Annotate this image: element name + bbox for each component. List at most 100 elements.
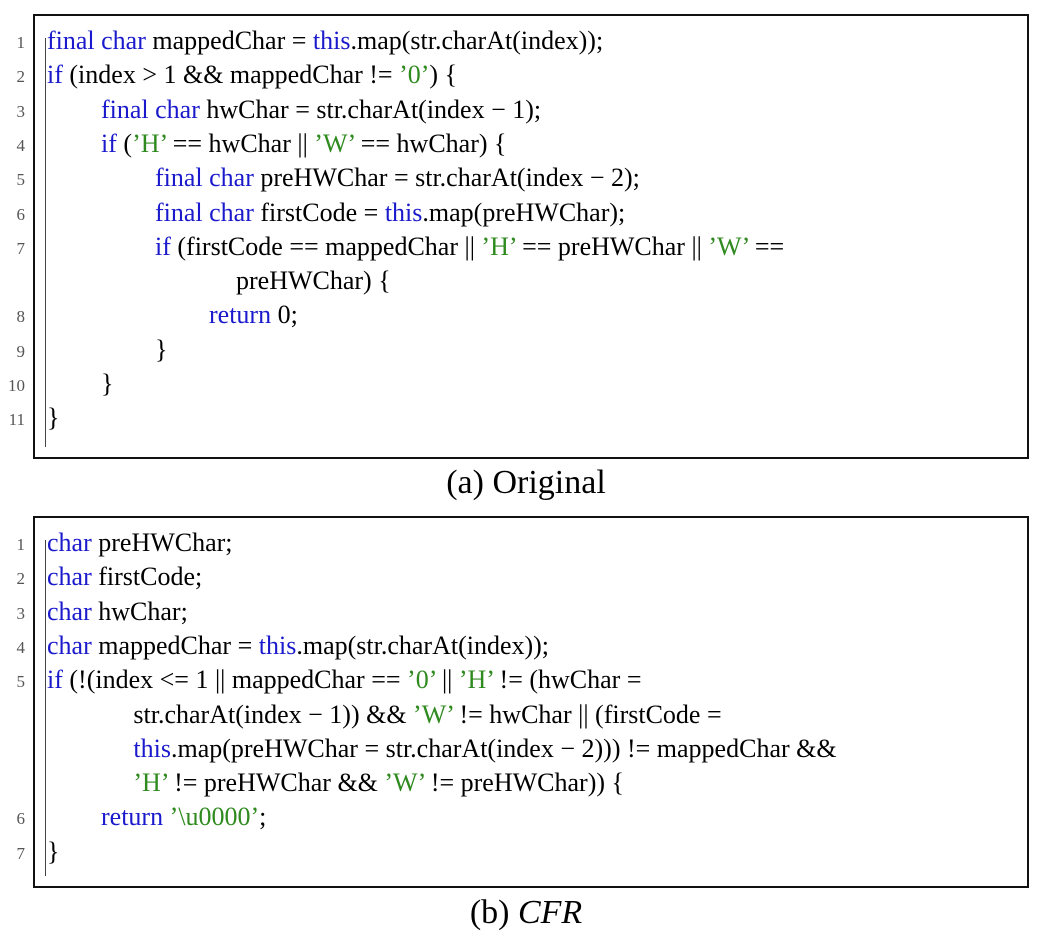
code-token: == hwChar || <box>166 128 315 158</box>
code-text: final char hwChar = str.charAt(index − 1… <box>101 93 541 127</box>
code-line: 7} <box>17 835 1027 869</box>
code-text: final char preHWChar = str.charAt(index … <box>155 161 640 195</box>
code-token: preHWChar = str.charAt(index − 2); <box>253 163 640 193</box>
code-line: 1 final char mappedChar = this.map(str.ch… <box>17 24 1027 58</box>
line-number: 3 <box>16 101 26 121</box>
line-number: 4 <box>16 135 26 155</box>
code-token: ; <box>259 802 267 832</box>
keyword-token: this <box>384 197 423 227</box>
code-token: != (hwChar = <box>493 665 642 695</box>
code-token: mappedChar = <box>145 26 313 55</box>
code-token: } <box>155 334 168 364</box>
line-number: 5 <box>16 672 26 692</box>
code-text: if (’H’ == hwChar || ’W’ == hwChar) { <box>101 127 507 161</box>
code-token: firstCode = <box>253 197 385 227</box>
code-text: if (!(index <= 1 || mappedChar == ’0’ ||… <box>47 663 642 697</box>
line-number-gutter-divider <box>45 540 46 876</box>
code-line: 8 return 0; <box>17 298 1027 332</box>
code-line: 11} <box>9 401 1027 435</box>
line-number: 8 <box>16 307 26 327</box>
literal-token: ’H’ <box>458 665 494 695</box>
code-text: char preHWChar; <box>47 526 233 560</box>
literal-token: ’W’ <box>314 128 355 158</box>
code-text: final char firstCode = this.map(preHWCha… <box>155 196 625 230</box>
keyword-token: final char <box>101 94 200 124</box>
code-line: preHWChar) { <box>35 264 1027 298</box>
code-token: hwChar; <box>91 596 188 626</box>
code-token: } <box>47 403 60 433</box>
code-line: 2 char firstCode; <box>17 560 1027 594</box>
literal-token: ’H’ <box>133 768 168 798</box>
literal-token: ’0’ <box>399 60 430 90</box>
line-number: 1 <box>16 535 26 554</box>
keyword-token: if <box>47 665 63 695</box>
keyword-token: final char <box>155 197 254 227</box>
code-line: 3 final char hwChar = str.charAt(index − … <box>17 93 1027 127</box>
line-number: 9 <box>16 341 26 361</box>
caption-original: (a) Original <box>0 464 1052 502</box>
literal-token: ’W’ <box>708 231 749 261</box>
literal-token: ’0’ <box>407 665 436 695</box>
code-token: (!(index <= 1 || mappedChar == <box>62 665 408 695</box>
line-number: 3 <box>16 603 26 623</box>
caption-text: CFR <box>517 894 583 931</box>
code-token: .map(preHWChar); <box>422 197 626 227</box>
line-number-gutter-divider <box>45 38 46 447</box>
keyword-token: return <box>101 802 164 832</box>
caption-label: (b) <box>469 894 510 931</box>
literal-token: ’\u0000’ <box>169 802 260 832</box>
code-token: hwChar = str.charAt(index − 1); <box>199 94 542 124</box>
code-text: if (firstCode == mappedChar || ’H’ == pr… <box>155 230 784 264</box>
code-text: return 0; <box>209 298 298 332</box>
keyword-token: char <box>47 528 92 557</box>
code-text: } <box>47 835 59 869</box>
keyword-token: this <box>312 26 351 55</box>
line-number: 1 <box>16 33 26 52</box>
code-text: if (index > 1 && mappedChar != ’0’) { <box>47 58 457 92</box>
code-line: this.map(preHWChar = str.charAt(index − … <box>35 732 1027 766</box>
keyword-token: this <box>133 733 171 763</box>
code-text: this.map(preHWChar = str.charAt(index − … <box>133 732 836 766</box>
code-text: final char mappedChar = this.map(str.cha… <box>47 24 603 58</box>
code-token: != preHWChar && <box>167 768 385 798</box>
code-line: 9} <box>17 333 1027 367</box>
code-text: preHWChar) { <box>236 264 391 298</box>
code-token: mappedChar = <box>91 630 259 660</box>
code-token: == preHWChar || <box>515 231 709 261</box>
code-line: 5 if (!(index <= 1 || mappedChar == ’0’ |… <box>17 663 1027 697</box>
code-token: .map(preHWChar = str.charAt(index − 2)))… <box>170 733 837 763</box>
code-text: } <box>101 367 113 401</box>
code-line: 10} <box>8 367 1027 401</box>
code-token: preHWChar; <box>91 528 233 557</box>
code-token: == hwChar) { <box>354 128 507 158</box>
code-line: 4 if (’H’ == hwChar || ’W’ == hwChar) { <box>17 127 1027 161</box>
keyword-token: char <box>47 630 92 660</box>
literal-token: ’W’ <box>413 699 453 729</box>
code-token: != hwChar || (firstCode = <box>452 699 722 729</box>
literal-token: ’W’ <box>384 768 425 798</box>
code-token: .map(str.charAt(index)); <box>296 630 550 660</box>
keyword-token: return <box>209 300 272 330</box>
code-text: str.charAt(index − 1)) && ’W’ != hwChar … <box>133 698 721 732</box>
line-number: 2 <box>16 569 26 589</box>
keyword-token: final char <box>155 163 254 193</box>
line-number: 11 <box>8 410 25 430</box>
keyword-token: char <box>47 562 92 592</box>
line-number: 7 <box>16 238 26 258</box>
caption-label: (a) <box>446 464 484 501</box>
code-token: preHWChar) { <box>236 266 391 296</box>
code-token: (index > 1 && mappedChar != <box>62 60 400 90</box>
code-token: == <box>748 231 785 261</box>
code-text: char firstCode; <box>47 560 202 594</box>
code-token: firstCode; <box>91 562 203 592</box>
line-number: 4 <box>16 637 26 657</box>
literal-token: ’H’ <box>481 231 516 261</box>
keyword-token: if <box>47 60 63 90</box>
code-line: str.charAt(index − 1)) && ’W’ != hwChar … <box>35 698 1027 732</box>
